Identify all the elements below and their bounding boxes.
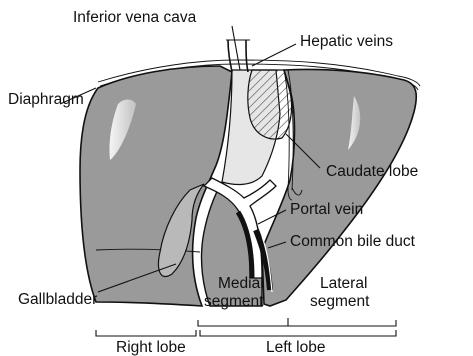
label-inferior-vena-cava: Inferior vena cava <box>73 9 197 26</box>
bracket-segments <box>198 320 396 326</box>
bracket-left-lobe <box>200 330 396 336</box>
bracket-right-lobe <box>96 330 196 336</box>
label-portal-vein: Portal vein <box>290 201 363 218</box>
leader-ivc <box>232 26 240 70</box>
label-diaphragm: Diaphragm <box>8 91 84 108</box>
label-right-lobe: Right lobe <box>116 339 186 356</box>
label-medial-line2: segment <box>204 293 264 310</box>
label-caudate-lobe: Caudate lobe <box>326 163 418 180</box>
caudate-lobe-shape <box>248 70 292 139</box>
lobe-brackets <box>96 318 396 336</box>
label-gallbladder: Gallbladder <box>18 291 97 308</box>
label-lateral-line2: segment <box>310 293 370 310</box>
label-common-bile-duct: Common bile duct <box>290 233 416 250</box>
label-medial-line1: Medial <box>218 275 264 292</box>
label-left-lobe: Left lobe <box>266 339 325 356</box>
label-lateral-line1: Lateral <box>320 275 367 292</box>
label-hepatic-veins: Hepatic veins <box>300 33 393 50</box>
leader-hepatic-veins <box>252 44 296 66</box>
